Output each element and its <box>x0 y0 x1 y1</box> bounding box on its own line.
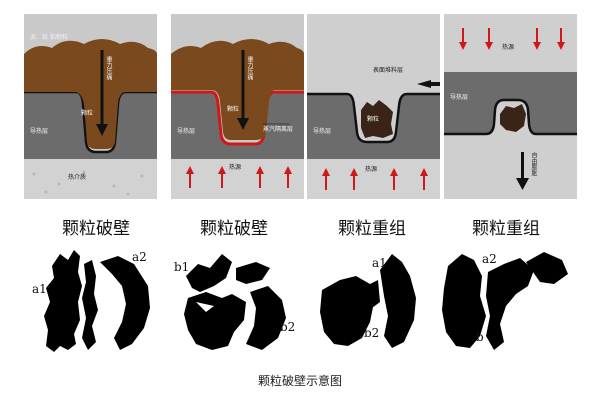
panel-2-drawing <box>171 14 304 199</box>
title-2: 颗粒破壁 <box>200 219 268 239</box>
panel-4-top-label: 热源 <box>502 44 515 51</box>
panel-3-base-label: 热源 <box>365 166 378 173</box>
panel-4-layer-label: 导热层 <box>450 94 469 101</box>
marker-s1-a1: a1 <box>32 282 47 296</box>
title-3: 颗粒重组 <box>338 219 406 239</box>
panel-2-particle-label: 颗粒 <box>227 106 240 113</box>
panel-2: 重力压痛 颗粒 蒸汽隔离层 导热层 热源 <box>171 14 304 199</box>
marker-s2-b1: b1 <box>174 260 190 274</box>
panel-4: 热源 导热层 自由膨胀 <box>444 14 577 199</box>
fragment-shapes <box>44 250 568 352</box>
panel-2-base-label: 热源 <box>229 164 242 171</box>
fragment-shape-4 <box>442 252 568 350</box>
panel-2-layer-label: 导热层 <box>177 128 196 135</box>
panel-1-drawing <box>24 14 157 199</box>
panel-2-steam-label: 蒸汽隔离层 <box>263 126 294 133</box>
marker-s3-b2: b2 <box>364 326 380 340</box>
title-1: 颗粒破壁 <box>62 219 130 239</box>
fragment-shape-2 <box>184 254 286 350</box>
marker-s2-b2: b2 <box>280 320 296 334</box>
marker-s4-b: b <box>476 330 484 344</box>
panel-3-particle-label: 颗粒 <box>367 116 380 123</box>
fragment-shape-1 <box>44 250 150 352</box>
panel-1: 泥、软 粘物料 重力压痛 颗粒 导热层 热介质 <box>24 14 157 199</box>
panel-1-layer-label: 导热层 <box>30 128 49 135</box>
panel-3-drawing <box>307 14 440 199</box>
marker-s4-a2: a2 <box>482 252 497 266</box>
panel-1-arrow-label: 重力压痛 <box>105 56 112 80</box>
panel-3: 表面堆料层 颗粒 导热层 热源 <box>307 14 440 199</box>
panel-4-drawing <box>444 14 577 199</box>
panel-3-top-label: 表面堆料层 <box>373 67 404 74</box>
panel-3-layer-label: 导热层 <box>313 128 332 135</box>
panel-4-side-label: 自由膨胀 <box>530 152 537 176</box>
marker-s3-a1: a1 <box>372 256 387 270</box>
panel-1-base-label: 热介质 <box>68 174 87 181</box>
panel-2-arrow-label: 重力压痛 <box>246 56 253 80</box>
fragment-shape-3 <box>320 254 416 348</box>
panel-1-top-label: 泥、软 粘物料 <box>30 34 68 41</box>
title-4: 颗粒重组 <box>472 219 540 239</box>
marker-s1-a2: a2 <box>132 250 147 264</box>
panel-1-particle-label: 颗粒 <box>81 110 94 117</box>
figure-caption: 颗粒破壁示意图 <box>257 374 342 388</box>
